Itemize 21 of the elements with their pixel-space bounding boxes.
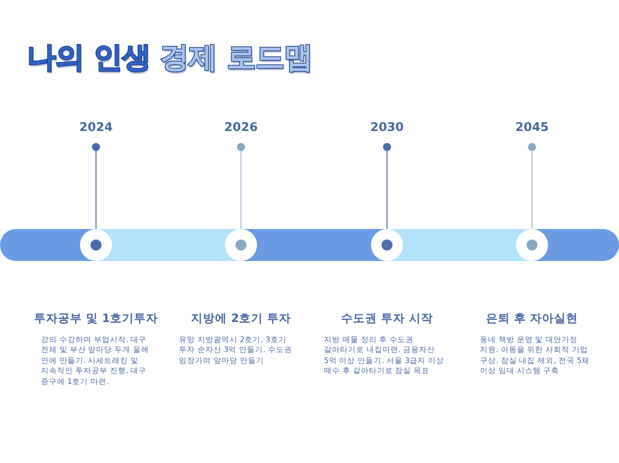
timeline-dot	[383, 143, 391, 151]
page-title: 나의 인생 경제 로드맵	[27, 39, 312, 76]
connector-line	[386, 151, 388, 229]
year-label: 2024	[79, 119, 113, 135]
timeline-dot	[237, 143, 245, 151]
year-label: 2045	[515, 119, 549, 135]
timeline-dot	[92, 143, 100, 151]
milestone-heading: 수도권 투자 시작	[341, 310, 433, 326]
year-label: 2030	[370, 119, 404, 135]
milestone-heading: 은퇴 후 자아실현	[486, 310, 578, 326]
timeline-marker	[80, 229, 112, 261]
timeline-marker	[225, 229, 257, 261]
timeline-marker	[371, 229, 403, 261]
year-label: 2026	[224, 119, 258, 135]
timeline-dot	[528, 143, 536, 151]
connector-line	[95, 151, 97, 229]
connector-line	[531, 151, 533, 229]
connector-line	[240, 151, 242, 229]
milestone-heading: 지방에 2호기 투자	[191, 310, 291, 326]
timeline-marker	[516, 229, 548, 261]
milestone-heading: 투자공부 및 1호기투자	[34, 310, 158, 326]
